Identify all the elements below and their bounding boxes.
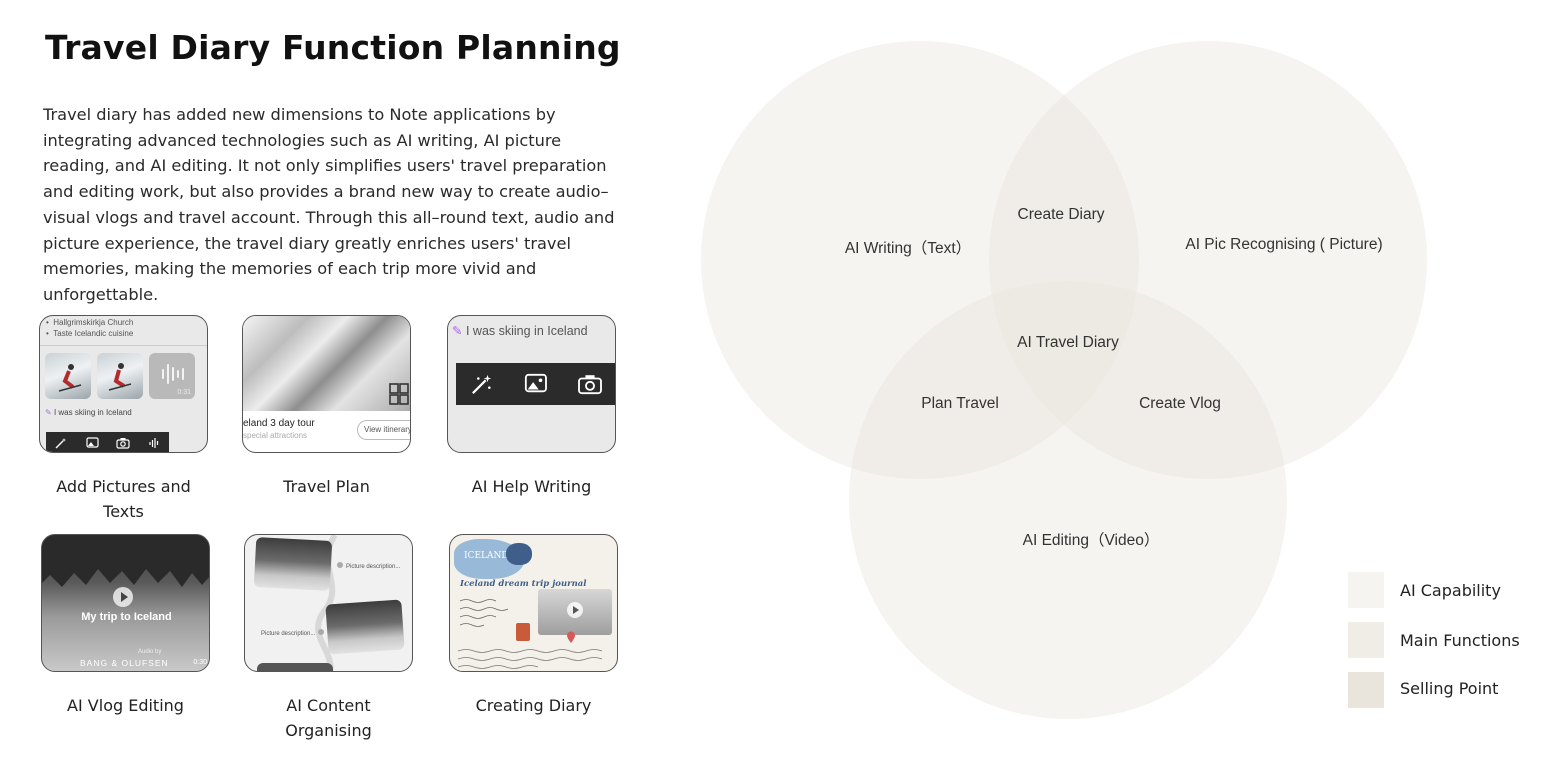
editor-toolbar [46,432,169,452]
plan-subtitle: special attractions [243,431,308,440]
divider [40,345,207,346]
editor-toolbar [456,363,615,405]
list-item-label: Hallgrimskirkja Church [53,318,134,327]
legend-swatch-selling-point [1348,672,1384,708]
venn-label-ai-travel-diary: AI Travel Diary [1017,334,1119,351]
note-text: I was skiing in Iceland [53,408,132,417]
card-ai-content-organising[interactable]: Picture description... Picture descripti… [244,534,413,672]
photo-thumbnail [257,663,333,671]
caption-add-pictures-texts: Add Pictures and Texts [56,477,191,521]
timeline-dot [318,629,325,635]
photo-thumbnail[interactable] [45,353,91,399]
grid-view-icon[interactable] [388,382,410,406]
caption-creating-diary: Creating Diary [475,696,592,715]
list-item: • Hallgrimskirkja Church [46,318,134,327]
venn-label-plan-travel: Plan Travel [921,395,999,412]
play-icon [573,606,579,614]
photo-description-text: Picture description... [261,631,316,637]
caption-travel-plan: Travel Plan [283,477,370,496]
venn-label-create-diary: Create Diary [1017,206,1105,223]
circle-ai-editing [849,281,1287,719]
photo-description-text: Picture description... [346,564,401,570]
circle-ai-writing [701,41,1139,479]
video-duration: 0:30 [193,659,207,666]
venn-diagram [701,41,1427,719]
photo-thumbnail [325,599,405,655]
journal-title: Iceland dream trip journal [460,579,587,589]
audio-waveform-icon[interactable] [148,437,160,449]
page-title: Travel Diary Function Planning [45,28,621,67]
audio-duration: 0:31 [177,389,191,396]
photo-description: Picture description... [261,629,325,637]
note-line: ✎ I was skiing in Iceland [45,408,132,417]
list-item-label: Taste Icelandic cuisine [53,329,134,338]
caption-ai-vlog-editing: AI Vlog Editing [67,696,184,715]
camera-icon[interactable] [577,373,603,395]
legend-label-main-functions: Main Functions [1400,631,1520,650]
video-title: My trip to Iceland [81,611,172,623]
intro-paragraph: Travel diary has added new dimensions to… [43,105,615,304]
card-ai-vlog-editing[interactable]: My trip to Iceland Audio by BANG & OLUFS… [41,534,210,672]
play-icon [121,592,128,602]
image-icon[interactable] [85,437,99,449]
forest-silhouette [42,535,209,587]
venn-label-ai-pic-recognising: AI Pic Recognising ( Picture) [1185,236,1383,253]
circle-ai-pic-recognising [989,41,1427,479]
skier-figure-icon [58,364,82,392]
play-button[interactable] [567,602,583,618]
fries-sticker [516,623,530,641]
list-item: • Taste Icelandic cuisine [46,329,134,338]
audio-waveform-icon [162,364,184,384]
photo-thumbnail[interactable] [97,353,143,399]
photo-description: Picture description... [337,562,400,570]
skier-figure-icon [108,363,132,391]
caption-ai-content-organising: AI Content Organising [285,696,372,740]
card-add-pictures-texts[interactable]: • Hallgrimskirkja Church • Taste Iceland… [39,315,208,453]
ai-wand-icon[interactable] [471,373,493,395]
glacier-photo [243,316,410,411]
magic-wand-icon: ✎ [45,408,52,417]
caption-ai-help-writing: AI Help Writing [471,477,592,496]
audio-thumbnail[interactable]: 0:31 [149,353,195,399]
badge: ICELAND [464,551,509,561]
note-text: I was skiing in Iceland [465,324,588,338]
card-travel-plan[interactable]: eland 3 day tour special attractions Vie… [242,315,411,453]
note-line: ✎ I was skiing in Iceland [452,323,588,338]
camera-icon[interactable] [116,437,130,449]
timeline-dot [337,562,343,568]
legend-label-selling-point: Selling Point [1400,679,1499,698]
cat-illustration [506,543,532,565]
plan-title: eland 3 day tour [243,418,315,429]
brand-label: BANG & OLUFSEN [80,658,169,668]
play-button[interactable] [113,587,133,607]
image-icon[interactable] [522,373,548,395]
legend-label-ai-capability: AI Capability [1400,581,1501,600]
magic-wand-icon: ✎ [452,324,463,338]
venn-label-ai-writing: AI Writing（Text） [844,240,972,257]
handwriting-lines [459,599,509,627]
legend-swatch-ai-capability [1348,572,1384,608]
location-pin-icon [567,631,575,643]
ai-wand-icon[interactable] [55,437,67,449]
venn-label-ai-editing: AI Editing（Video） [1022,532,1160,549]
view-itinerary-button[interactable]: View itinerary [357,420,410,440]
handwriting-footer [458,649,603,669]
photo-thumbnail [253,537,333,591]
card-ai-help-writing[interactable]: ✎ I was skiing in Iceland [447,315,616,453]
venn-label-create-vlog: Create Vlog [1139,395,1221,412]
audio-by-label: Audio by [138,649,162,655]
legend-swatch-main-functions [1348,622,1384,658]
card-creating-diary[interactable]: ICELAND Iceland dream trip journal [449,534,618,672]
